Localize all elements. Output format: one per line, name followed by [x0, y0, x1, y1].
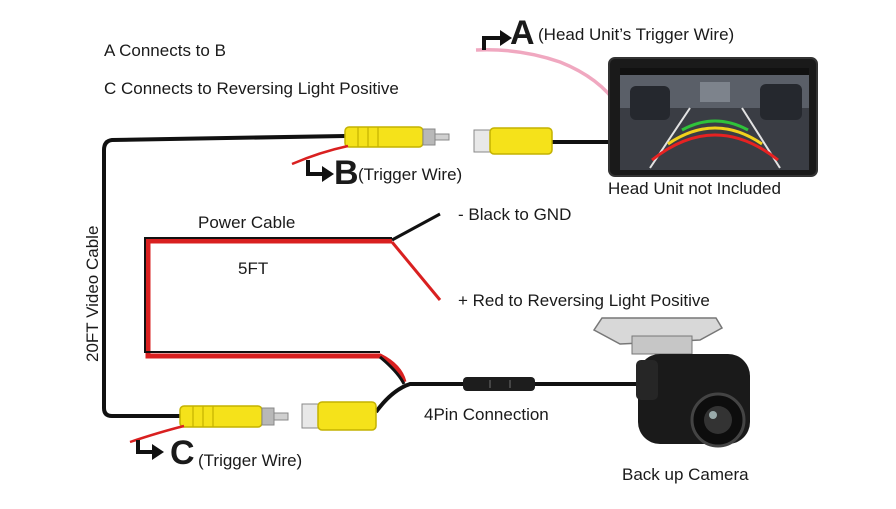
label-b-text: (Trigger Wire): [358, 165, 462, 184]
label-power-length: 5FT: [238, 259, 268, 278]
video-cable-wire: [102, 134, 346, 418]
power-join-wire: [379, 355, 406, 385]
rca-male-bottom: [179, 405, 289, 428]
label-black-gnd: - Black to GND: [458, 205, 571, 224]
rca-female-bottom: [301, 401, 377, 431]
label-b-letter: B: [334, 154, 359, 192]
arrow-a-icon: [482, 36, 500, 50]
rca-male-top: [344, 126, 450, 148]
note-line-1: A Connects to B: [104, 41, 226, 60]
label-c-text: (Trigger Wire): [198, 451, 302, 470]
four-pin-connector: [463, 377, 535, 391]
arrow-c-icon: [136, 440, 152, 454]
power-cable-red-wire: [145, 238, 407, 383]
label-a-letter: A: [510, 14, 535, 52]
label-power-cable: Power Cable: [198, 213, 295, 232]
power-cable-black-wire: [144, 237, 392, 353]
trigger-wire-b: [291, 144, 349, 166]
label-red-positive: + Red to Reversing Light Positive: [458, 291, 710, 310]
trigger-wire-c: [129, 424, 185, 444]
label-a-text: (Head Unit’s Trigger Wire): [538, 25, 734, 44]
note-line-2: C Connects to Reversing Light Positive: [104, 79, 399, 98]
rca-female-top: [473, 127, 553, 155]
pink-trigger-wire: [475, 48, 620, 107]
red-positive-wire: [390, 241, 442, 301]
backup-camera: [592, 317, 750, 448]
camera-cable-wire: [374, 382, 640, 414]
label-video-cable: 20FT Video Cable: [83, 226, 102, 362]
arrow-a-head-icon: [500, 30, 512, 46]
label-head-unit: Head Unit not Included: [608, 179, 781, 198]
label-c-letter: C: [170, 434, 195, 472]
arrow-b-head-icon: [322, 166, 334, 182]
arrow-c-head-icon: [152, 444, 164, 460]
label-four-pin: 4Pin Connection: [424, 405, 549, 424]
label-camera: Back up Camera: [622, 465, 749, 484]
black-gnd-wire: [391, 212, 441, 242]
arrow-b-icon: [306, 160, 322, 176]
head-unit: [608, 57, 818, 177]
